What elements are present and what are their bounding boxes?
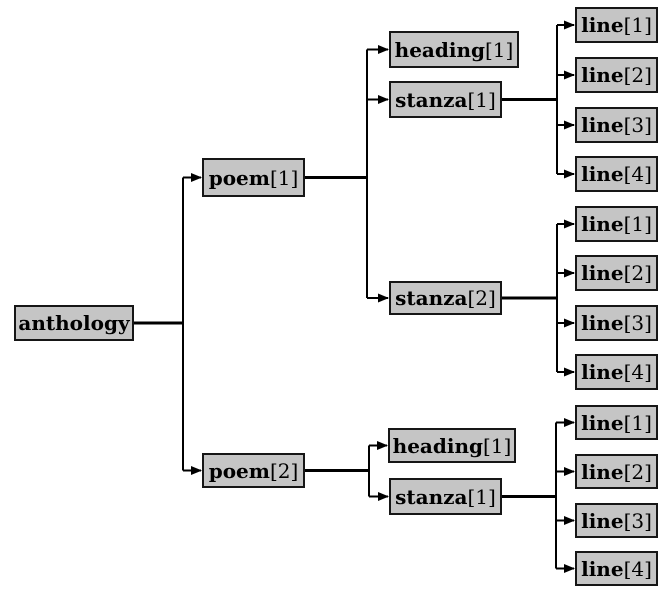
node-index-label: [1] [467,484,496,509]
node-tag-label: line [581,410,624,435]
node-tag-label: line [581,162,624,186]
tree-node-line-2: line[2] [575,454,658,489]
node-index-label: [1] [485,37,514,62]
node-tag-label: line [581,261,624,285]
tree-node-line-2: line[2] [575,57,658,93]
node-index-label: [2] [269,458,299,483]
tree-node-heading-1: heading[1] [389,31,519,68]
node-tag-label: heading [394,37,485,62]
tree-node-line-3: line[3] [575,503,658,538]
node-index-label: [1] [269,165,299,190]
node-tag-label: line [581,508,624,533]
node-tag-label: line [581,311,624,335]
node-tag-label: stanza [395,286,468,310]
node-tag-label: line [581,556,624,581]
node-index-label: [2] [623,261,652,285]
node-tag-label: line [581,360,624,384]
node-index-label: [1] [623,212,652,236]
tree-node-line-1: line[1] [575,405,658,440]
tree-node-stanza-1: stanza[1] [389,478,502,515]
node-tag-label: poem [208,165,270,190]
tree-node-line-3: line[3] [575,107,658,143]
node-tag-label: line [581,13,624,37]
node-index-label: [4] [623,360,652,384]
tree-node-anthology: anthology [14,305,134,341]
node-index-label: [2] [623,63,652,87]
node-tag-label: stanza [395,484,468,509]
node-index-label: [1] [623,410,652,435]
node-tag-label: line [581,459,624,484]
tree-node-line-1: line[1] [575,206,658,242]
tree-node-line-2: line[2] [575,255,658,291]
tree-node-line-1: line[1] [575,7,658,43]
tree-node-line-4: line[4] [575,354,658,390]
node-index-label: [3] [623,508,652,533]
node-tag-label: line [581,63,624,87]
node-tag-label: poem [208,458,270,483]
node-index-label: [4] [623,162,652,186]
node-tag-label: stanza [395,87,468,112]
node-index-label: [1] [623,13,652,37]
tree-node-stanza-1: stanza[1] [389,81,502,118]
tree-node-line-4: line[4] [575,156,658,192]
node-tag-label: line [581,212,624,236]
tree-node-poem-2: poem[2] [202,453,305,488]
node-tag-label: anthology [18,311,130,335]
tree-node-line-3: line[3] [575,305,658,341]
node-index-label: [3] [623,113,652,137]
tree-node-stanza-2: stanza[2] [389,281,502,315]
tree-node-poem-1: poem[1] [202,158,305,197]
node-index-label: [3] [623,311,652,335]
tree-node-heading-1: heading[1] [388,428,516,463]
node-tag-label: line [581,113,624,137]
node-tag-label: heading [392,433,483,458]
node-index-label: [2] [467,286,496,310]
tree-node-line-4: line[4] [575,551,658,586]
node-index-label: [1] [483,433,512,458]
node-index-label: [4] [623,556,652,581]
node-index-label: [2] [623,459,652,484]
node-index-label: [1] [467,87,496,112]
